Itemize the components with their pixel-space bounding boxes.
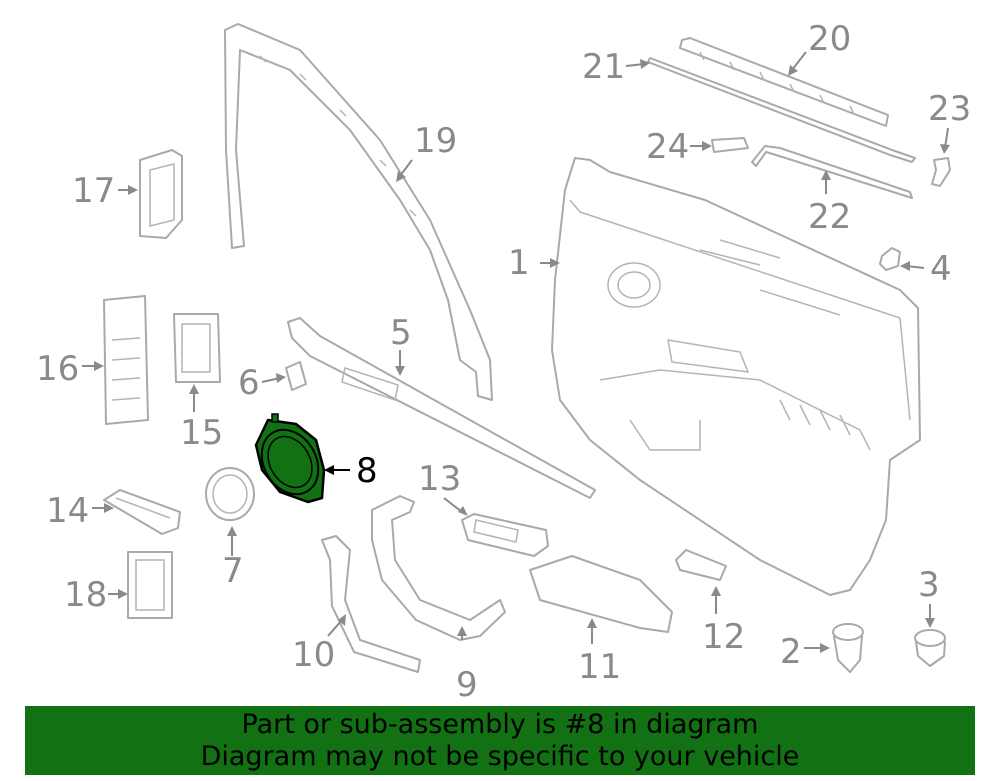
label-11: 11 <box>578 647 621 687</box>
part-15-switch[interactable] <box>173 313 221 383</box>
part-6-clip[interactable] <box>285 361 307 391</box>
part-11-armrest-pad[interactable] <box>529 555 673 633</box>
label-21: 21 <box>582 47 625 87</box>
banner-line-2: Diagram may not be specific to your vehi… <box>200 741 800 772</box>
part-14-handle[interactable] <box>103 489 181 535</box>
label-16: 16 <box>36 349 79 389</box>
part-13-switch[interactable] <box>461 513 549 557</box>
banner-line-1: Part or sub-assembly is #8 in diagram <box>241 709 759 740</box>
label-1: 1 <box>508 243 530 283</box>
label-20: 20 <box>808 19 851 59</box>
label-13: 13 <box>418 459 461 499</box>
label-17: 17 <box>72 171 115 211</box>
part-12-clip[interactable] <box>675 549 727 581</box>
part-22-rod[interactable] <box>751 145 913 199</box>
part-23-clip[interactable] <box>931 157 951 187</box>
part-19-pillar-trim[interactable] <box>224 23 493 401</box>
part-info-banner: Part or sub-assembly is #8 in diagram Di… <box>25 706 975 775</box>
label-18: 18 <box>64 575 107 615</box>
part-21-seal[interactable] <box>647 57 916 163</box>
label-24: 24 <box>646 127 689 167</box>
part-1-door-panel[interactable] <box>551 157 921 596</box>
label-19: 19 <box>414 121 457 161</box>
callout-labels: 1 2 3 4 5 6 7 8 9 10 11 12 13 14 15 16 1… <box>36 19 971 700</box>
part-20-trim-strip[interactable] <box>679 37 889 127</box>
part-7-ring[interactable] <box>205 467 255 521</box>
part-2-fastener[interactable] <box>832 623 864 673</box>
part-5-trim-strip[interactable] <box>287 317 596 499</box>
label-8: 8 <box>356 451 378 491</box>
part-9-armrest-trim[interactable] <box>371 495 506 641</box>
label-5: 5 <box>390 313 412 353</box>
label-14: 14 <box>46 491 89 531</box>
label-10: 10 <box>292 635 335 675</box>
callout-arrows <box>82 51 950 653</box>
label-3: 3 <box>918 565 940 605</box>
part-8-speaker-highlighted[interactable] <box>250 413 329 504</box>
label-12: 12 <box>702 617 745 657</box>
label-4: 4 <box>930 249 952 289</box>
label-22: 22 <box>808 197 851 237</box>
part-10-trim[interactable] <box>321 535 421 673</box>
part-24-clip[interactable] <box>711 137 749 153</box>
label-7: 7 <box>222 551 244 591</box>
label-9: 9 <box>456 665 478 700</box>
part-17-switch[interactable] <box>139 149 183 239</box>
part-16-switch-block[interactable] <box>103 295 149 425</box>
part-18-switch[interactable] <box>127 551 173 619</box>
exploded-parts-diagram: 1 2 3 4 5 6 7 8 9 10 11 12 13 14 15 16 1… <box>36 19 971 700</box>
label-23: 23 <box>928 89 971 129</box>
part-3-fastener[interactable] <box>914 629 946 667</box>
part-4-bracket[interactable] <box>879 247 901 271</box>
label-2: 2 <box>780 632 802 672</box>
label-15: 15 <box>180 413 223 453</box>
label-6: 6 <box>238 363 260 403</box>
